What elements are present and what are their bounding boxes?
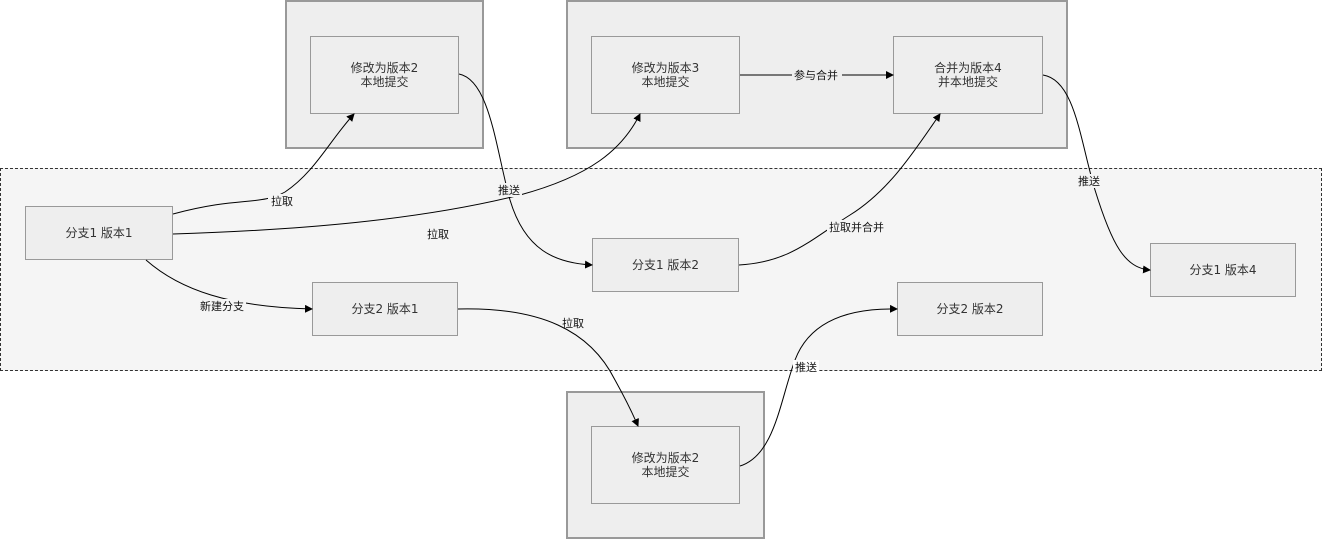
edge-push-3 bbox=[739, 304, 898, 467]
edge-pull-merge bbox=[738, 113, 941, 266]
edge-label-pull-2: 拉取 bbox=[427, 227, 449, 241]
edge-push-1 bbox=[458, 73, 593, 269]
node-local-c-v2[interactable]: 修改为版本2 本地提交 bbox=[591, 426, 740, 504]
edge-pull-3 bbox=[457, 308, 639, 427]
edge-push-2 bbox=[1042, 74, 1151, 274]
node-branch2-v1[interactable]: 分支2 版本1 bbox=[312, 282, 458, 336]
edge-new-branch bbox=[145, 259, 313, 313]
edge-label-pull-merge: 拉取并合并 bbox=[829, 220, 884, 234]
node-local-b-v4[interactable]: 合并为版本4 并本地提交 bbox=[893, 36, 1043, 114]
node-branch2-v2[interactable]: 分支2 版本2 bbox=[897, 282, 1043, 336]
edge-pull-1 bbox=[172, 113, 355, 215]
node-local-a-v2[interactable]: 修改为版本2 本地提交 bbox=[310, 36, 459, 114]
edge-label-push-1: 推送 bbox=[498, 183, 520, 197]
edge-label-push-3: 推送 bbox=[795, 360, 817, 374]
node-branch1-v2[interactable]: 分支1 版本2 bbox=[592, 238, 739, 292]
edge-label-pull-3: 拉取 bbox=[562, 316, 584, 330]
edge-label-pull-1: 拉取 bbox=[271, 194, 293, 208]
node-branch1-v4[interactable]: 分支1 版本4 bbox=[1150, 243, 1296, 297]
edge-label-push-2: 推送 bbox=[1078, 174, 1100, 188]
edge-pull-2 bbox=[172, 113, 641, 235]
edge-label-participate-merge: 参与合并 bbox=[794, 68, 838, 82]
node-local-b-v3[interactable]: 修改为版本3 本地提交 bbox=[591, 36, 740, 114]
edge-label-new-branch: 新建分支 bbox=[200, 299, 244, 313]
node-branch1-v1[interactable]: 分支1 版本1 bbox=[25, 206, 173, 260]
